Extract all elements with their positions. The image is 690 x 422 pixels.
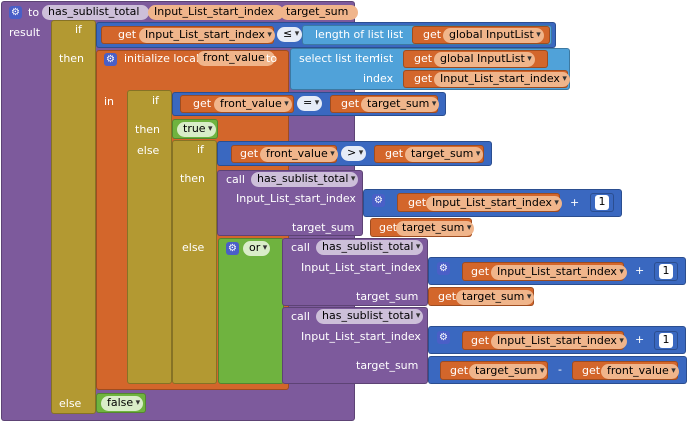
else-label-nested: else <box>182 241 205 254</box>
get-front-value-block-2[interactable]: get front_value <box>231 145 338 163</box>
if-label: if <box>75 23 82 36</box>
number-block-2[interactable]: 1 <box>654 262 678 281</box>
result-label: result <box>9 26 41 39</box>
local-name-field[interactable]: front_value <box>197 51 275 66</box>
call-block-1[interactable]: call has_sublist_total Input_List_start_… <box>217 170 363 236</box>
get-start-index-block-3[interactable]: get Input_List_start_index <box>397 193 562 212</box>
true-block[interactable]: true <box>172 119 218 139</box>
get-start-index-block-4[interactable]: get Input_List_start_index <box>462 262 627 281</box>
var-target-sum-dropdown[interactable]: target_sum <box>361 97 440 112</box>
to-label-local: to <box>266 52 278 65</box>
get-start-index-block[interactable]: get Input_List_start_index <box>101 26 275 44</box>
call-block-2[interactable]: call has_sublist_total Input_List_start_… <box>282 238 428 306</box>
get-global-list-block-2[interactable]: get global InputList <box>403 50 548 68</box>
number-block-3[interactable]: 1 <box>654 331 678 350</box>
if-label-inner: if <box>152 94 159 107</box>
var-target-sum-dropdown[interactable]: target_sum <box>469 364 548 379</box>
gear-icon[interactable]: ⚙ <box>226 242 239 255</box>
false-block[interactable]: false <box>96 393 146 413</box>
get-target-sum-block-2[interactable]: get target_sum <box>374 145 484 163</box>
number-field[interactable]: 1 <box>659 264 673 279</box>
param-target-sum[interactable]: target_sum <box>280 5 359 20</box>
get-target-sum-block-3[interactable]: get target_sum <box>370 218 475 237</box>
init-local-label: initialize local <box>124 52 199 65</box>
var-target-sum-dropdown[interactable]: target_sum <box>396 221 475 236</box>
get-target-sum-block-5[interactable]: get target_sum <box>440 361 548 380</box>
var-global-list-dropdown[interactable]: global InputList <box>434 52 535 67</box>
var-front-value-dropdown[interactable]: front_value <box>260 147 338 162</box>
if-block-outer[interactable] <box>51 20 96 414</box>
if-block-nested[interactable] <box>172 140 217 384</box>
gear-icon[interactable]: ⚙ <box>437 331 450 344</box>
get-target-sum-block-4[interactable]: get target_sum <box>428 287 535 306</box>
var-start-index-dropdown[interactable]: Input_List_start_index <box>139 28 275 43</box>
get-start-index-block-2[interactable]: get Input_List_start_index <box>403 70 570 88</box>
then-label-nested: then <box>180 172 206 185</box>
var-start-index-dropdown[interactable]: Input_List_start_index <box>434 72 570 87</box>
get-front-value-block[interactable]: get front_value <box>180 95 294 113</box>
call-name-dropdown[interactable]: has_sublist_total <box>316 309 424 324</box>
operator-gt-dropdown[interactable]: > <box>341 146 367 161</box>
to-label: to <box>28 6 40 19</box>
gear-icon[interactable]: ⚙ <box>372 194 385 207</box>
number-field[interactable]: 1 <box>595 195 609 210</box>
gear-icon[interactable]: ⚙ <box>104 53 117 66</box>
var-front-value-dropdown[interactable]: front_value <box>601 364 679 379</box>
var-start-index-dropdown[interactable]: Input_List_start_index <box>491 334 627 349</box>
var-target-sum-dropdown[interactable]: target_sum <box>456 290 535 305</box>
get-global-list-block[interactable]: get global InputList <box>412 26 550 44</box>
else-label: else <box>59 397 82 410</box>
gear-icon[interactable]: ⚙ <box>9 6 22 19</box>
if-label-nested: if <box>197 143 204 156</box>
var-target-sum-dropdown[interactable]: target_sum <box>405 147 484 162</box>
number-block-1[interactable]: 1 <box>590 193 614 212</box>
or-block[interactable]: ⚙ or <box>218 238 284 384</box>
var-start-index-dropdown[interactable]: Input_List_start_index <box>491 265 627 280</box>
then-label: then <box>59 52 85 65</box>
else-label-inner: else <box>137 144 160 157</box>
operator-eq-dropdown[interactable]: = <box>297 96 323 111</box>
in-label: in <box>104 95 115 108</box>
number-field[interactable]: 1 <box>659 333 673 348</box>
get-start-index-block-5[interactable]: get Input_List_start_index <box>462 331 627 350</box>
if-block-inner[interactable] <box>127 90 172 384</box>
get-front-value-block-3[interactable]: get front_value <box>572 361 679 380</box>
or-dropdown[interactable]: or <box>243 241 271 256</box>
then-label-inner: then <box>135 123 161 136</box>
var-global-list-dropdown[interactable]: global InputList <box>443 28 544 43</box>
call-name-dropdown[interactable]: has_sublist_total <box>251 172 359 187</box>
param-start-index[interactable]: Input_List_start_index <box>148 5 284 20</box>
procedure-name-field[interactable]: has_sublist_total <box>42 5 150 20</box>
gear-icon[interactable]: ⚙ <box>437 262 450 275</box>
get-target-sum-block[interactable]: get target_sum <box>330 95 440 113</box>
call-name-dropdown[interactable]: has_sublist_total <box>316 240 424 255</box>
var-front-value-dropdown[interactable]: front_value <box>214 97 292 112</box>
false-dropdown[interactable]: false <box>101 396 144 411</box>
operator-lte-dropdown[interactable]: ≤ <box>277 27 303 42</box>
var-start-index-dropdown[interactable]: Input_List_start_index <box>426 196 562 211</box>
true-dropdown[interactable]: true <box>177 122 216 137</box>
call-block-3[interactable]: call has_sublist_total Input_List_start_… <box>282 307 428 384</box>
